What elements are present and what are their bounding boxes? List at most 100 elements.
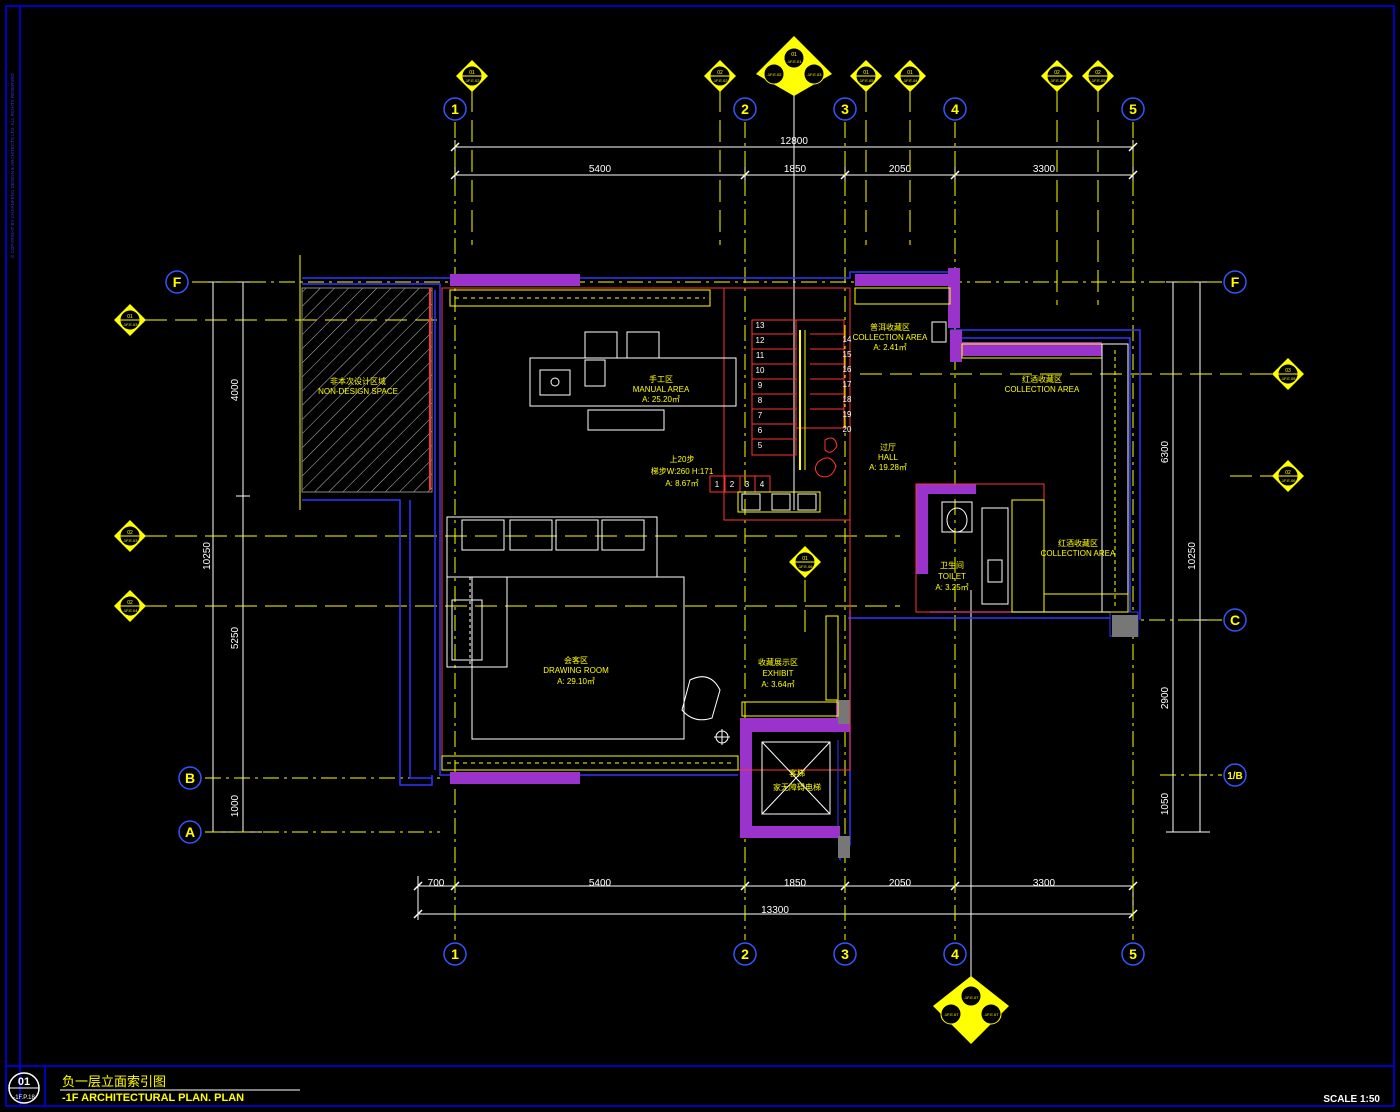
- room-area-exhibit: A: 3.64㎡: [761, 680, 794, 689]
- step-num: 2: [730, 480, 735, 489]
- room-name-manual: 手工区: [649, 374, 673, 384]
- elevation-marker-triple: 01 -1F.E.01 -1F.E.02 -1F.E.03: [756, 36, 832, 96]
- marker-ref: -1F.E.05: [1281, 376, 1297, 381]
- elevation-marker: 01 -1F.E.02: [456, 60, 488, 92]
- grid-label-5: 5: [1129, 946, 1137, 962]
- step-num: 10: [756, 366, 765, 375]
- room-area-manual: A: 25.20㎡: [642, 395, 680, 404]
- non-design-area: [301, 287, 433, 493]
- grid-label-1b: 1/B: [1227, 771, 1243, 782]
- dim-right-seg: 2900: [1160, 686, 1171, 709]
- grid-label-5: 5: [1129, 101, 1137, 117]
- marker-ref: -1F.E.05: [859, 78, 875, 83]
- marker-ref: -1F.E.04: [903, 78, 919, 83]
- elevation-marker: 01 -1F.E.03: [114, 304, 146, 336]
- elevation-marker: 02 -1F.E.06: [1041, 60, 1073, 92]
- dim-bottom-seg: 1850: [784, 878, 807, 889]
- grid-labels: 1 2 3 4 5 1 2 3 4 5 F F C B A 1/B: [173, 101, 1243, 962]
- room-name-collection3: 红酒收藏区: [1058, 538, 1098, 548]
- dim-bottom-seg: 5400: [589, 878, 612, 889]
- grid-label-2: 2: [741, 101, 749, 117]
- room-name-non-design-en: NON-DESIGN SPACE: [318, 387, 398, 396]
- column: [1112, 615, 1138, 637]
- room-name-hall-en: HALL: [878, 453, 899, 462]
- room-name-stairs-spec: 梯步W:260 H:171: [651, 466, 714, 476]
- elevation-marker: 01 -1F.E.06: [789, 546, 821, 578]
- room-name-collection2-en: COLLECTION AREA: [1005, 385, 1080, 394]
- marker-circle: [980, 1003, 1002, 1025]
- step-num: 6: [758, 426, 763, 435]
- copyright-text: © COPYRIGHT BY CHJIANFENG DESIGN & ARCHI…: [9, 73, 15, 258]
- step-num: 5: [758, 441, 763, 450]
- marker-ref: -1F.E.07: [944, 1012, 960, 1017]
- step-num: 20: [843, 425, 852, 434]
- marker-ref: -1F.E.07: [964, 995, 980, 1000]
- manual-area-table: [529, 331, 737, 431]
- room-name-collection3-en: COLLECTION AREA: [1041, 549, 1116, 558]
- marker-number: 01: [469, 70, 475, 76]
- grid-label-f: F: [173, 274, 182, 290]
- grid-label-2: 2: [741, 946, 749, 962]
- room-area-stairs: A: 8.67㎡: [665, 479, 698, 488]
- grid-label-b: B: [185, 770, 195, 786]
- drawing-scale: SCALE 1:50: [1323, 1094, 1380, 1105]
- grid-bubbles: [165, 97, 1247, 966]
- grid-label-4: 4: [951, 946, 959, 962]
- elevation-marker: 02 -1F.E.02: [704, 60, 736, 92]
- title-block: 01 -1F.P.18 负一层立面索引图 -1F ARCHITECTURAL P…: [8, 1072, 1380, 1105]
- marker-number: 02: [717, 70, 723, 76]
- grid-label-1: 1: [451, 946, 459, 962]
- decor-stone: [814, 457, 837, 478]
- marker-ref: -1F.E.02: [713, 78, 729, 83]
- marker-number: 02: [1054, 70, 1060, 76]
- elevation-marker: 02 -1F.E.05: [1082, 60, 1114, 92]
- room-name-collection1: 普洱收藏区: [870, 322, 910, 332]
- dim-right-seg: 10250: [1187, 542, 1198, 570]
- marker-ref: -1F.E.06: [1050, 78, 1066, 83]
- elevation-marker-triple: -1F.E.07 -1F.E.07 -1F.E.07: [933, 976, 1009, 1044]
- marker-circle: [940, 1003, 962, 1025]
- sheet-reference: -1F.P.18: [13, 1095, 35, 1101]
- room-area-hall: A: 19.28㎡: [869, 463, 907, 472]
- room-name-collection1-en: COLLECTION AREA: [853, 333, 928, 342]
- dim-right-seg: 1050: [1160, 792, 1171, 815]
- drawing-title-cn: 负一层立面索引图: [62, 1074, 166, 1089]
- room-name-non-design: 非本次设计区域: [330, 376, 386, 386]
- column: [838, 700, 850, 724]
- marker-ref: -1F.E.07: [984, 1012, 1000, 1017]
- marker-ref: -1F.E.02: [465, 78, 481, 83]
- elevation-marker: 03 -1F.E.05: [1272, 358, 1304, 390]
- room-area-collection1: A: 2.41㎡: [873, 343, 906, 352]
- marker-ref: -1F.E.04: [123, 608, 139, 613]
- step-num: 9: [758, 381, 763, 390]
- room-name-manual-en: MANUAL AREA: [633, 385, 690, 394]
- dim-bottom-seg: 700: [428, 878, 445, 889]
- grid-label-3: 3: [841, 101, 849, 117]
- drawing-title-en: -1F ARCHITECTURAL PLAN. PLAN: [62, 1092, 244, 1104]
- decor-stone: [824, 437, 838, 453]
- marker-number: 01: [791, 52, 797, 58]
- step-num: 8: [758, 396, 763, 405]
- marker-diamond: [933, 976, 1009, 1044]
- drawing-frame: [5, 5, 1395, 1107]
- step-num: 19: [843, 410, 852, 419]
- marker-ref: -1F.E.05: [1091, 78, 1107, 83]
- room-name-exhibit-en: EXHIBIT: [762, 669, 793, 678]
- room-name-toilet-en: TOILET: [938, 572, 966, 581]
- step-num: 17: [843, 380, 852, 389]
- sheet-number: 01: [18, 1076, 30, 1088]
- marker-number: 02: [1095, 70, 1101, 76]
- stair-numbers: 13 12 11 10 9 8 7 6 5 14 15 16 17 18 19 …: [715, 321, 852, 489]
- room-name-elevator: 客梯: [789, 768, 805, 778]
- grid-label-3: 3: [841, 946, 849, 962]
- step-num: 3: [745, 480, 750, 489]
- marker-ref: -1F.E.06: [1281, 478, 1297, 483]
- elevation-marker: 02 -1F.E.06: [1272, 460, 1304, 492]
- marker-circle: [803, 63, 825, 85]
- step-num: 15: [843, 350, 852, 359]
- marker-number: 02: [127, 600, 133, 606]
- room-area-toilet: A: 3.25㎡: [935, 583, 968, 592]
- marker-number: 01: [863, 70, 869, 76]
- dim-bottom-seg: 3300: [1033, 878, 1056, 889]
